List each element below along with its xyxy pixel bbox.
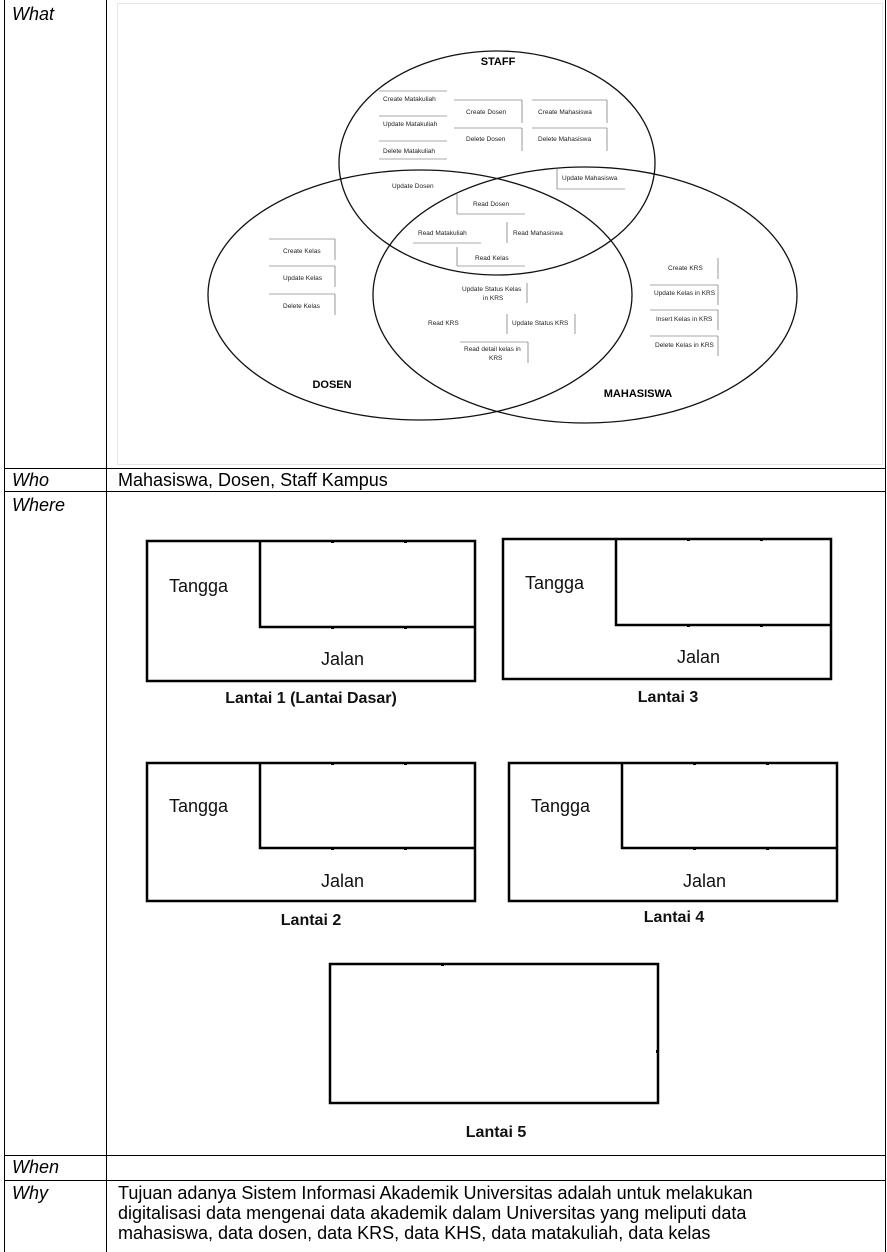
venn-item-box: Create Matakuliah [379,90,447,103]
why-paragraph: Tujuan adanya Sistem Informasi Akademik … [118,1183,878,1243]
row-divider-what-who [4,468,885,469]
venn-item: Delete Dosen [466,136,506,143]
floor-plan-lantai-3: Tangga Jalan Lantai 3 [501,537,833,706]
venn-item-box: Update Kelas in KRS [650,284,719,305]
venn-item-box: Update Status Kelas in KRS [462,283,528,303]
venn-item-box: Read Dosen [456,194,525,215]
why-line: mahasiswa, data dosen, data KRS, data KH… [118,1223,711,1243]
venn-item: Create Mahasiswa [538,109,592,116]
venn-item: Update Status Kelas [462,286,522,293]
dosen-circle [207,169,633,421]
why-line: digitalisasi data mengenai data akademik… [118,1203,747,1223]
venn-item-box: Create Kelas [269,238,336,260]
venn-item: Create Kelas [283,248,321,255]
floor-caption: Lantai 3 [638,689,699,706]
row-divider-where-when [4,1155,885,1156]
venn-item: Delete Mahasiswa [538,136,591,143]
venn-item: Read KRS [428,320,459,327]
mahasiswa-circle [372,166,798,424]
venn-item-box: Delete Kelas [269,293,336,315]
staff-circle [338,50,656,276]
stairs-label: Tangga [525,573,585,593]
venn-diagram: STAFF DOSEN MAHASISWA Create Matakuliah … [117,3,883,465]
venn-item-box: Update Mahasiswa [556,168,625,190]
venn-item: Delete Matakuliah [383,148,435,155]
venn-item-box: Delete Matakuliah [379,140,447,160]
road-label: Jalan [683,871,726,891]
row-label-why: Why [12,1183,48,1203]
mahasiswa-set-label: MAHASISWA [604,388,673,400]
venn-item: Delete Kelas in KRS [655,342,715,349]
venn-item: in KRS [483,295,504,302]
row-label-where: Where [12,495,66,515]
venn-item-box: Delete Dosen [454,127,523,151]
venn-item-box: Read Kelas [456,247,525,267]
venn-item: Create Matakuliah [383,96,436,103]
dosen-set-label: DOSEN [312,379,351,391]
floor-plan-lantai-5: Lantai 5 [328,962,660,1141]
row-label-what: What [12,4,55,24]
venn-item-box: Update Kelas [269,265,336,287]
venn-item-box: Update Matakuliah [379,115,447,128]
venn-item: Update Mahasiswa [562,175,618,182]
floor-plan-lantai-4: Tangga Jalan Lantai 4 [507,761,839,926]
row-divider-who-where [4,491,885,492]
venn-item-box: Read detail kelas in KRS [460,341,529,363]
venn-item-box: Update Status KRS [506,314,576,334]
venn-item: KRS [489,355,503,362]
venn-item-box: Create Dosen [454,99,523,123]
floor-plans: Tangga Jalan Lantai 1 (Lantai Dasar) Tan… [145,537,839,1141]
floor-caption: Lantai 4 [644,909,705,926]
why-line: Tujuan adanya Sistem Informasi Akademik … [118,1183,753,1203]
venn-item-box: Delete Mahasiswa [532,127,608,151]
venn-item: Read Matakuliah [418,230,467,237]
who-text: Mahasiswa, Dosen, Staff Kampus [118,470,388,490]
venn-item: Update Matakuliah [383,121,438,128]
venn-frame [117,3,883,465]
venn-item: Create Dosen [466,109,506,116]
venn-item: Read Kelas [475,255,509,262]
stairs-label: Tangga [169,796,229,816]
venn-item-box: Insert Kelas in KRS [650,309,719,330]
venn-item-box: Read Matakuliah [413,230,481,244]
venn-item: Insert Kelas in KRS [656,316,713,323]
venn-item-box: Read Mahasiswa [506,222,563,243]
staff-set-label: STAFF [481,56,516,68]
venn-item: Update Kelas in KRS [654,290,716,297]
venn-item: Read Mahasiswa [513,230,563,237]
table-left-border [4,0,5,1252]
road-label: Jalan [677,647,720,667]
floor-plan-lantai-2: Tangga Jalan Lantai 2 [145,761,477,929]
row-divider-when-why [4,1180,885,1181]
venn-item: Update Kelas [283,275,323,282]
venn-item: Delete Kelas [283,303,321,310]
venn-item-box: Delete Kelas in KRS [650,335,719,356]
floor-caption: Lantai 1 (Lantai Dasar) [225,690,397,707]
table-right-border [885,0,886,1252]
table-column-divider [106,0,107,1252]
venn-item: Update Status KRS [512,320,569,327]
row-label-who: Who [12,470,50,490]
venn-item: Read detail kelas in [464,346,521,353]
road-label: Jalan [321,871,364,891]
venn-item-box: Create Mahasiswa [532,99,608,123]
stairs-label: Tangga [169,576,229,596]
venn-item: Read Dosen [473,201,510,208]
road-label: Jalan [321,649,364,669]
floor-caption: Lantai 5 [466,1124,527,1141]
stairs-label: Tangga [531,796,591,816]
venn-item: Create KRS [668,265,703,272]
venn-item-box: Create KRS [668,258,719,279]
row-label-when: When [12,1157,60,1177]
floor-caption: Lantai 2 [281,912,342,929]
floor-plan-lantai-1: Tangga Jalan Lantai 1 (Lantai Dasar) [145,539,477,707]
venn-item: Update Dosen [392,183,434,190]
